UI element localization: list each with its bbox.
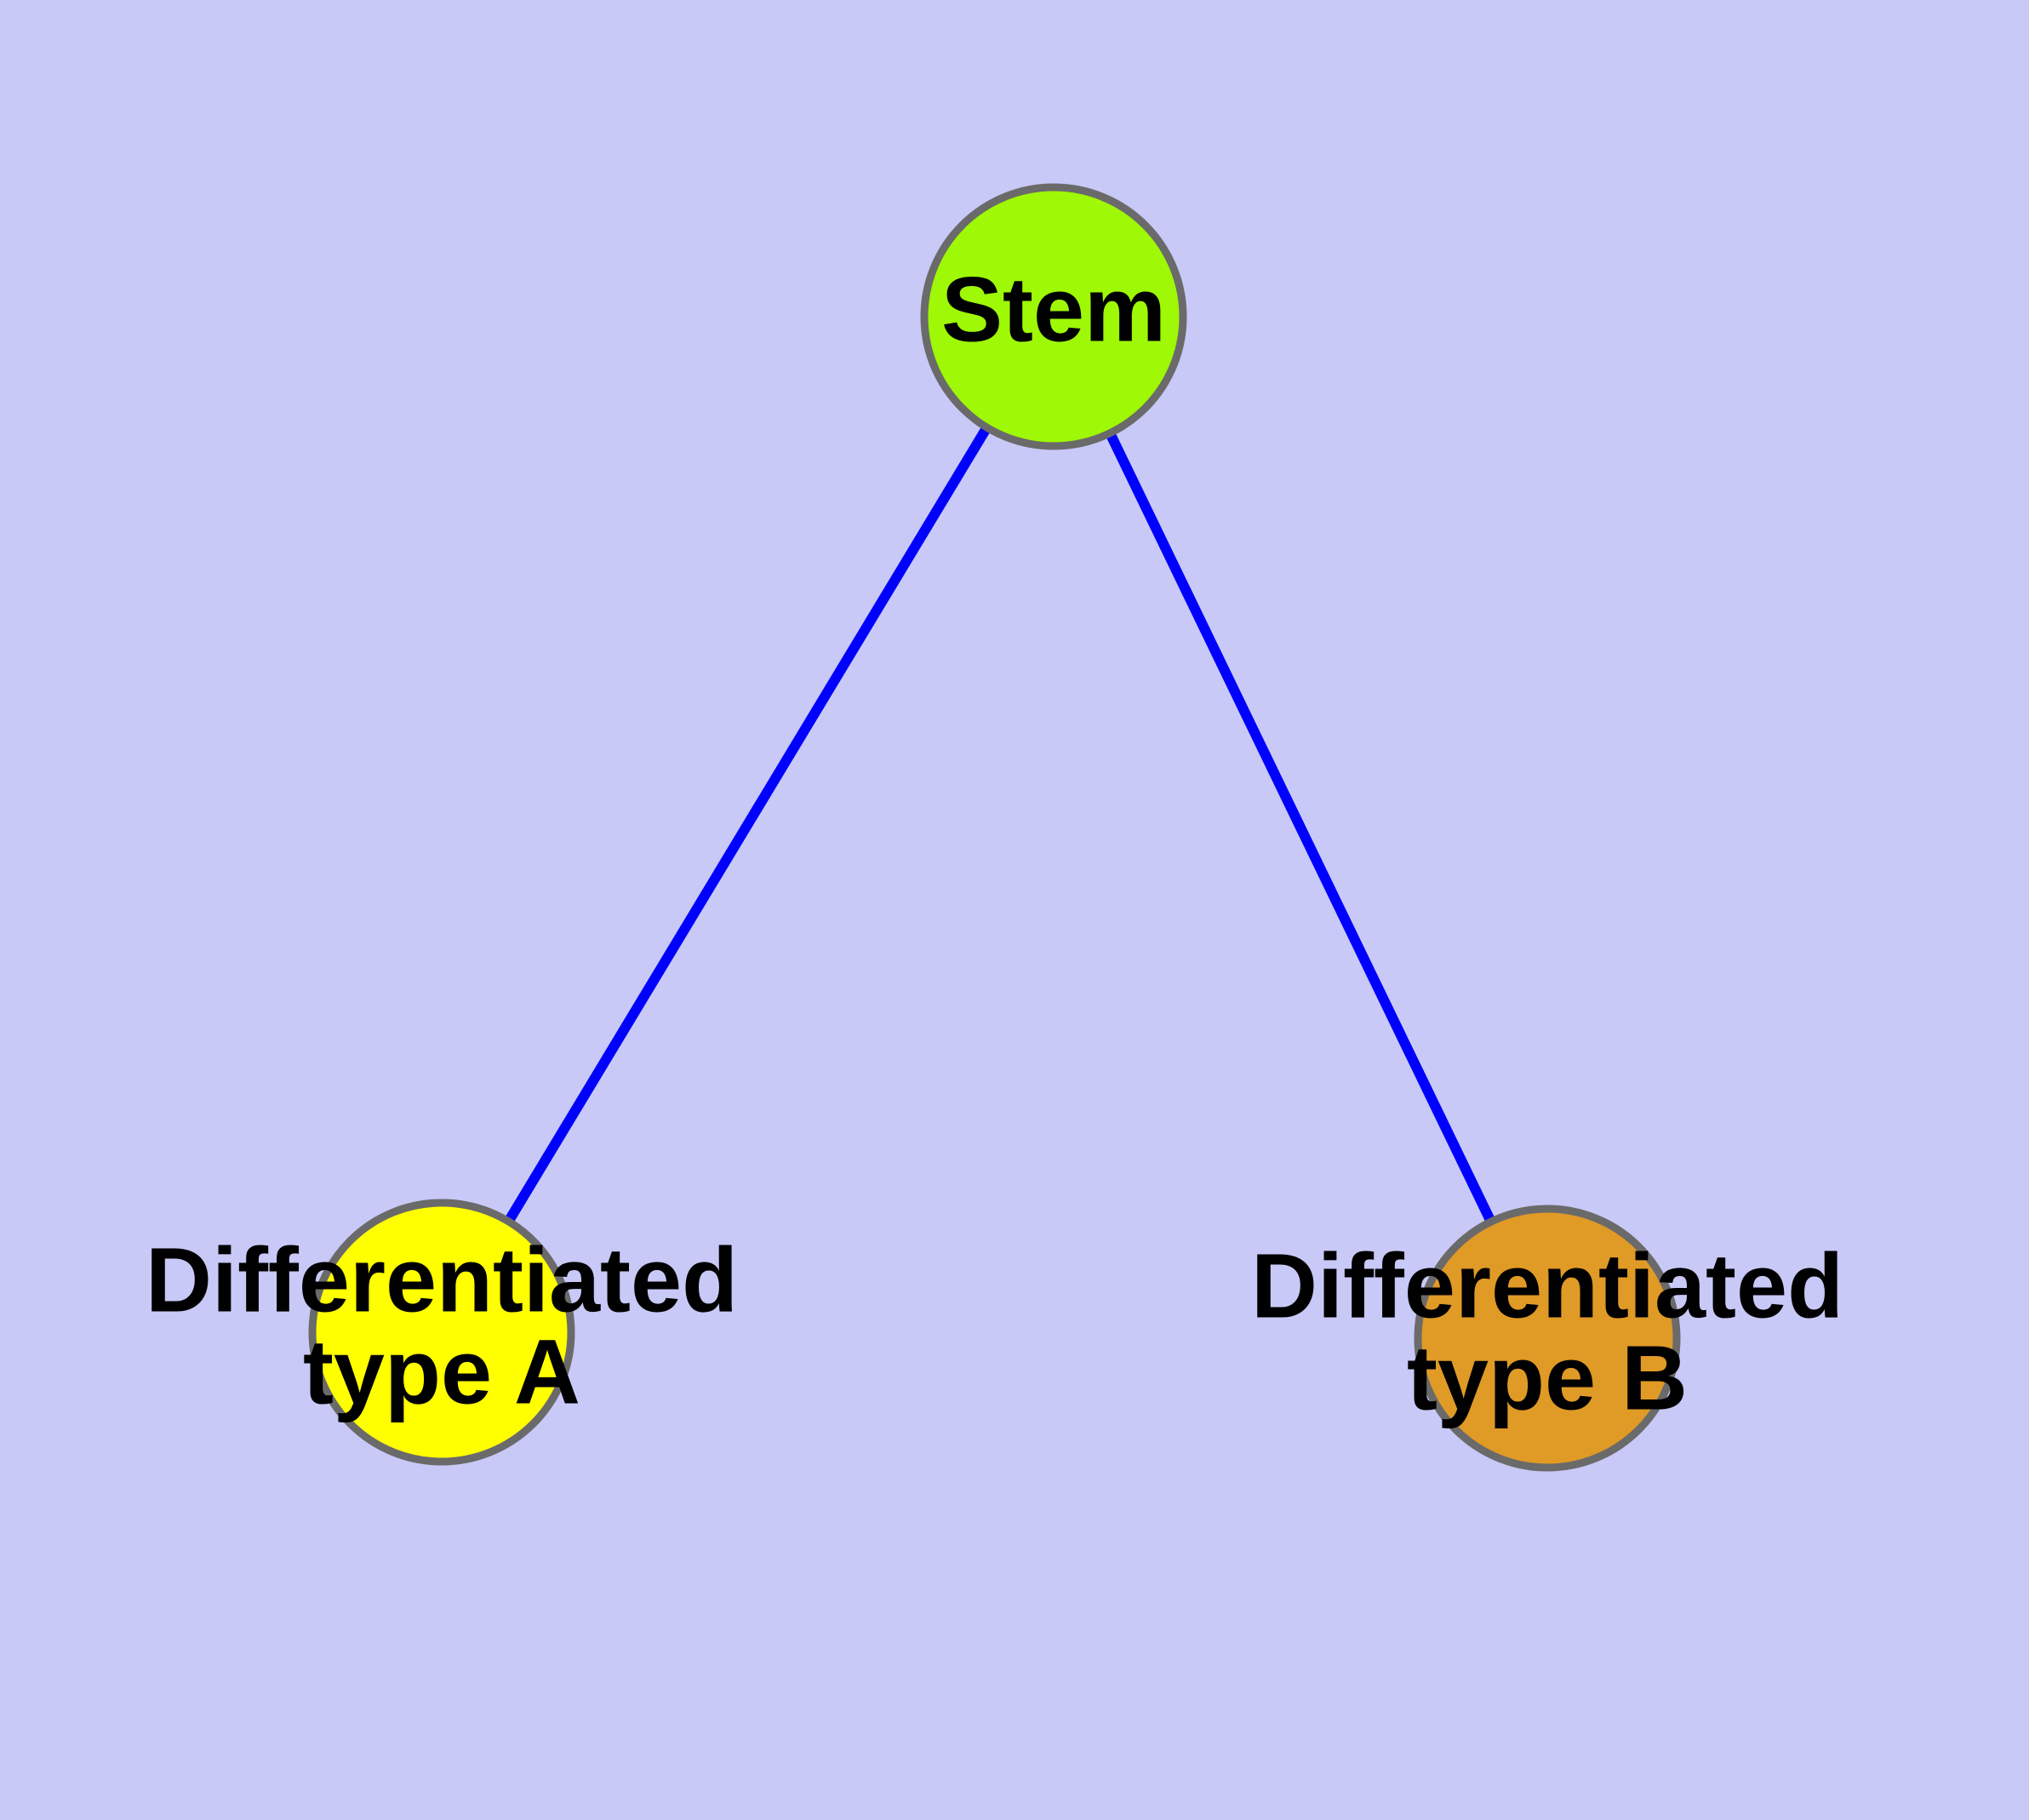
node-label-type-a-line1: Differentiated — [146, 1228, 738, 1331]
node-label-type-b-line1: Differentiated — [1251, 1234, 1843, 1337]
node-circle-type-a[interactable] — [308, 1199, 575, 1466]
node-circle-type-b[interactable] — [1414, 1205, 1681, 1472]
node-label-stem: Stem — [941, 258, 1166, 361]
label-layer: Stem Differentiated type A Differentiate… — [146, 258, 1843, 1429]
edge-stem-to-type-a[interactable] — [437, 313, 1059, 1336]
edge-layer — [437, 313, 1552, 1341]
node-label-type-b-line2: type B — [1407, 1326, 1688, 1429]
node-type-a[interactable] — [308, 1199, 575, 1466]
node-circle-stem[interactable] — [920, 183, 1187, 450]
node-type-b[interactable] — [1414, 1205, 1681, 1472]
edge-stem-to-type-b[interactable] — [1049, 314, 1552, 1341]
node-label-type-a-line2: type A — [303, 1320, 580, 1423]
node-stem[interactable] — [920, 183, 1187, 450]
